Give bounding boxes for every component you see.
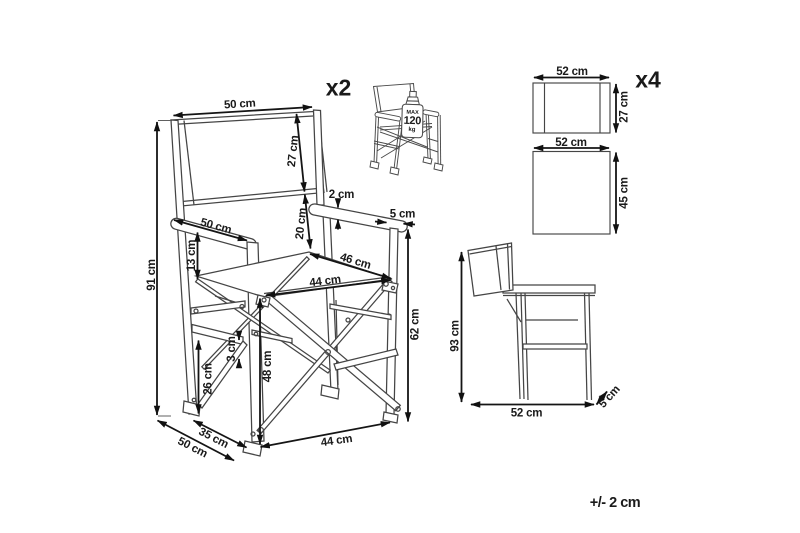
svg-text:45 cm: 45 cm <box>619 177 631 209</box>
svg-text:62 cm: 62 cm <box>410 309 422 341</box>
svg-text:20 cm: 20 cm <box>294 207 309 240</box>
svg-text:50 cm: 50 cm <box>224 98 256 112</box>
svg-text:48 cm: 48 cm <box>262 351 274 383</box>
svg-text:x2: x2 <box>326 75 352 101</box>
svg-text:44 cm: 44 cm <box>320 433 353 449</box>
svg-text:2 cm: 2 cm <box>329 189 354 201</box>
svg-text:52 cm: 52 cm <box>556 66 588 78</box>
svg-text:3 cm: 3 cm <box>226 336 238 361</box>
svg-text:120: 120 <box>403 115 421 128</box>
svg-text:44 cm: 44 cm <box>309 274 342 290</box>
svg-text:+/- 2 cm: +/- 2 cm <box>590 495 640 511</box>
svg-text:kg: kg <box>408 127 416 133</box>
svg-text:52 cm: 52 cm <box>511 408 543 420</box>
svg-text:5 cm: 5 cm <box>597 384 623 411</box>
svg-text:x4: x4 <box>635 67 661 93</box>
svg-text:26 cm: 26 cm <box>203 363 215 395</box>
svg-text:91 cm: 91 cm <box>146 259 158 291</box>
svg-text:93 cm: 93 cm <box>450 320 462 352</box>
svg-text:27 cm: 27 cm <box>286 135 301 168</box>
svg-text:5 cm: 5 cm <box>390 209 415 221</box>
svg-text:13 cm: 13 cm <box>186 240 198 272</box>
svg-text:27 cm: 27 cm <box>619 91 631 123</box>
svg-text:52 cm: 52 cm <box>555 137 587 149</box>
svg-text:MAX: MAX <box>406 110 419 116</box>
